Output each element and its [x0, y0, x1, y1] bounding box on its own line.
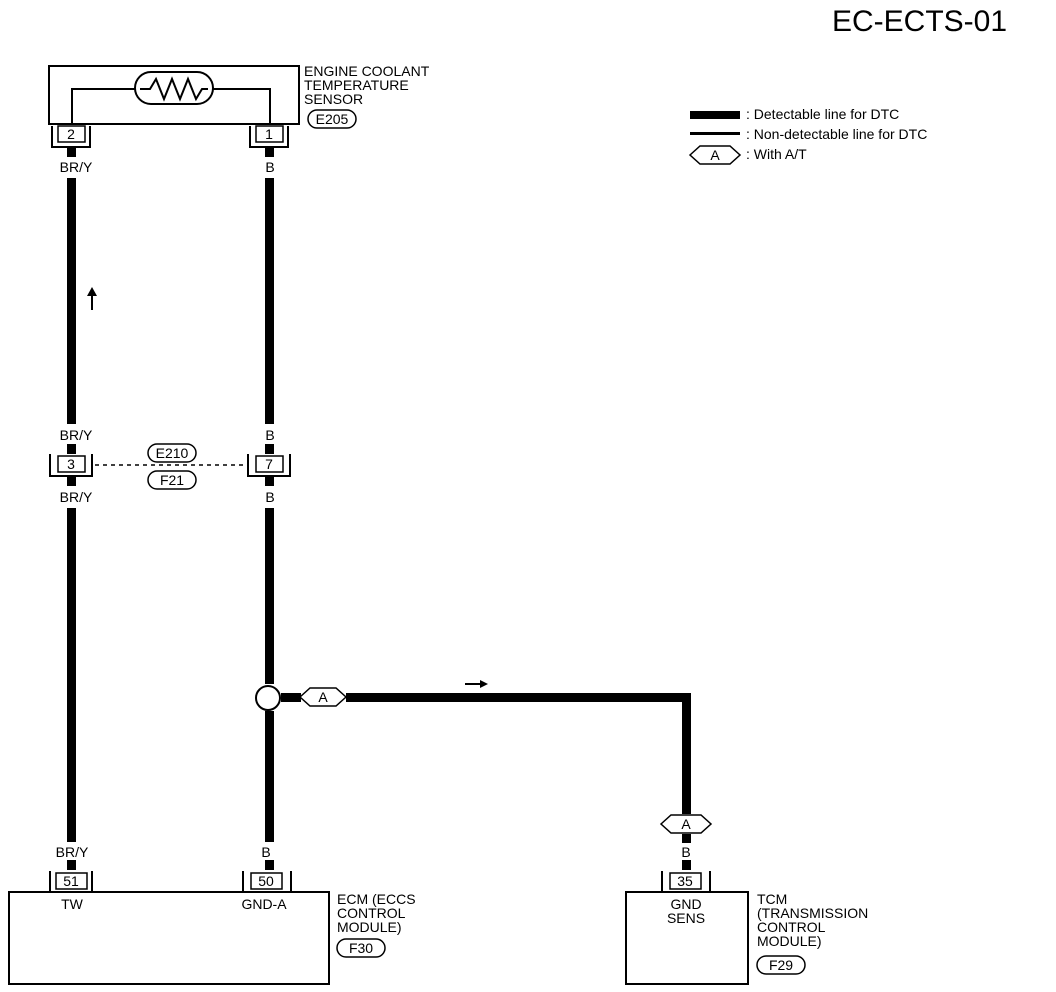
tcm-pin-label-line1: GND — [670, 896, 701, 912]
arrow-right-head — [480, 680, 488, 688]
ecm-name-line3: MODULE) — [337, 919, 402, 935]
wire-right-color-4: B — [261, 844, 270, 860]
branch-wire-stub — [281, 693, 301, 702]
sensor-name-line1: ENGINE COOLANT — [304, 63, 430, 79]
engine-coolant-temperature-sensor: ENGINE COOLANT TEMPERATURE SENSOR E205 2… — [48, 63, 430, 148]
legend-option-hexagon — [688, 145, 742, 165]
joint-pin-left: 3 — [67, 456, 75, 472]
wire-right-stub-joint-bottom — [265, 476, 274, 486]
wire-right-stub-ecm — [265, 860, 274, 870]
wire-right-lower-upper — [265, 508, 274, 684]
legend-non-detectable-line — [690, 132, 740, 135]
wire-left-lower — [67, 508, 76, 842]
tcm-name-line2: (TRANSMISSION — [757, 905, 868, 921]
wire-left-stub-joint-top — [67, 444, 76, 454]
legend-option-code: A — [710, 147, 720, 163]
branch-option-code: A — [318, 689, 328, 705]
wire-right-stub-top — [265, 147, 274, 157]
wire-left-stub-top — [67, 147, 76, 157]
joint-pin-right: 7 — [265, 456, 273, 472]
wire-left-color-3: BR/Y — [60, 489, 93, 505]
joint-connector-lower-badge — [147, 470, 197, 490]
legend-detectable-text: : Detectable line for DTC — [746, 106, 899, 122]
branch-wire-horizontal — [346, 693, 691, 702]
legend-non-detectable-text: : Non-detectable line for DTC — [746, 126, 927, 142]
ecm-name-line1: ECM (ECCS — [337, 891, 416, 907]
tcm-wire-stub-mid — [682, 834, 691, 843]
tcm-connector-id: F29 — [769, 957, 793, 973]
sensor-pin-right: 1 — [265, 126, 273, 142]
wire-right-lower-bottom — [265, 711, 274, 842]
sensor-name-line2: TEMPERATURE — [304, 77, 409, 93]
joint-connector-upper-badge — [147, 443, 197, 463]
page-code: EC-ECTS-01 — [832, 5, 1007, 38]
tcm-pin-box — [669, 872, 702, 890]
ecm-pin-right-label: GND-A — [241, 896, 287, 912]
tcm-option-code: A — [681, 816, 691, 832]
wire-right-color-2: B — [265, 427, 274, 443]
legend: : Detectable line for DTC : Non-detectab… — [688, 106, 927, 165]
wire-left-color-4: BR/Y — [56, 844, 89, 860]
wire-right-color-3: B — [265, 489, 274, 505]
joint-pin-right-box — [255, 455, 284, 473]
ecm-pin-left: 51 — [63, 873, 79, 889]
wire-left-stub-joint-bottom — [67, 476, 76, 486]
ecm-pin-left-box — [55, 872, 88, 890]
joint-pin-left-box — [57, 455, 86, 473]
tcm-wire-color: B — [681, 844, 690, 860]
sensor-connector-id: E205 — [316, 111, 349, 127]
sensor-name-line3: SENSOR — [304, 91, 363, 107]
joint-connector: BR/Y B 3 7 E210 F21 BR/Y B — [49, 427, 291, 505]
tcm-wire-stub — [682, 860, 691, 870]
ecm-name-line2: CONTROL — [337, 905, 406, 921]
wire-right-color-1: B — [265, 159, 274, 175]
ecm-connector-badge — [336, 938, 386, 958]
tcm-option-hexagon — [659, 814, 713, 834]
ecm-pin-left-label: TW — [61, 896, 84, 912]
wire-left-color-2: BR/Y — [60, 427, 93, 443]
wire-left-color-1: BR/Y — [60, 159, 93, 175]
legend-option-text: : With A/T — [746, 146, 807, 162]
tcm-name-line4: MODULE) — [757, 933, 822, 949]
joint-connector-upper-id: E210 — [156, 445, 189, 461]
legend-detectable-line — [690, 111, 740, 119]
wire-left-upper — [67, 178, 76, 424]
splice-point — [255, 685, 281, 711]
wire-right-upper — [265, 178, 274, 424]
tcm-module: 35 GND SENS TCM (TRANSMISSION CONTROL MO… — [625, 871, 868, 985]
ecm-pin-right: 50 — [258, 873, 274, 889]
ecm-pin-right-box — [250, 872, 283, 890]
tcm-body — [625, 891, 749, 985]
tcm-name-line1: TCM — [757, 891, 787, 907]
ecm-body — [8, 891, 330, 985]
sensor-pin-left: 2 — [67, 126, 75, 142]
arrow-up-head — [87, 287, 97, 296]
tcm-pin-label-line2: SENS — [667, 910, 705, 926]
tcm-connector-badge — [756, 955, 806, 975]
wire-right-stub-joint-top — [265, 444, 274, 454]
sensor-connector-badge — [307, 109, 357, 129]
ecm-module: 51 50 TW GND-A ECM (ECCS CONTROL MODULE)… — [8, 871, 416, 985]
sensor-pin-left-box — [57, 125, 86, 143]
branch-wire-vertical — [682, 693, 691, 814]
wire-left-stub-ecm — [67, 860, 76, 870]
joint-connector-lower-id: F21 — [160, 472, 184, 488]
tcm-pin: 35 — [677, 873, 693, 889]
ecm-connector-id: F30 — [349, 940, 373, 956]
tcm-name-line3: CONTROL — [757, 919, 826, 935]
sensor-pin-right-box — [255, 125, 284, 143]
thermistor-symbol — [140, 76, 208, 102]
